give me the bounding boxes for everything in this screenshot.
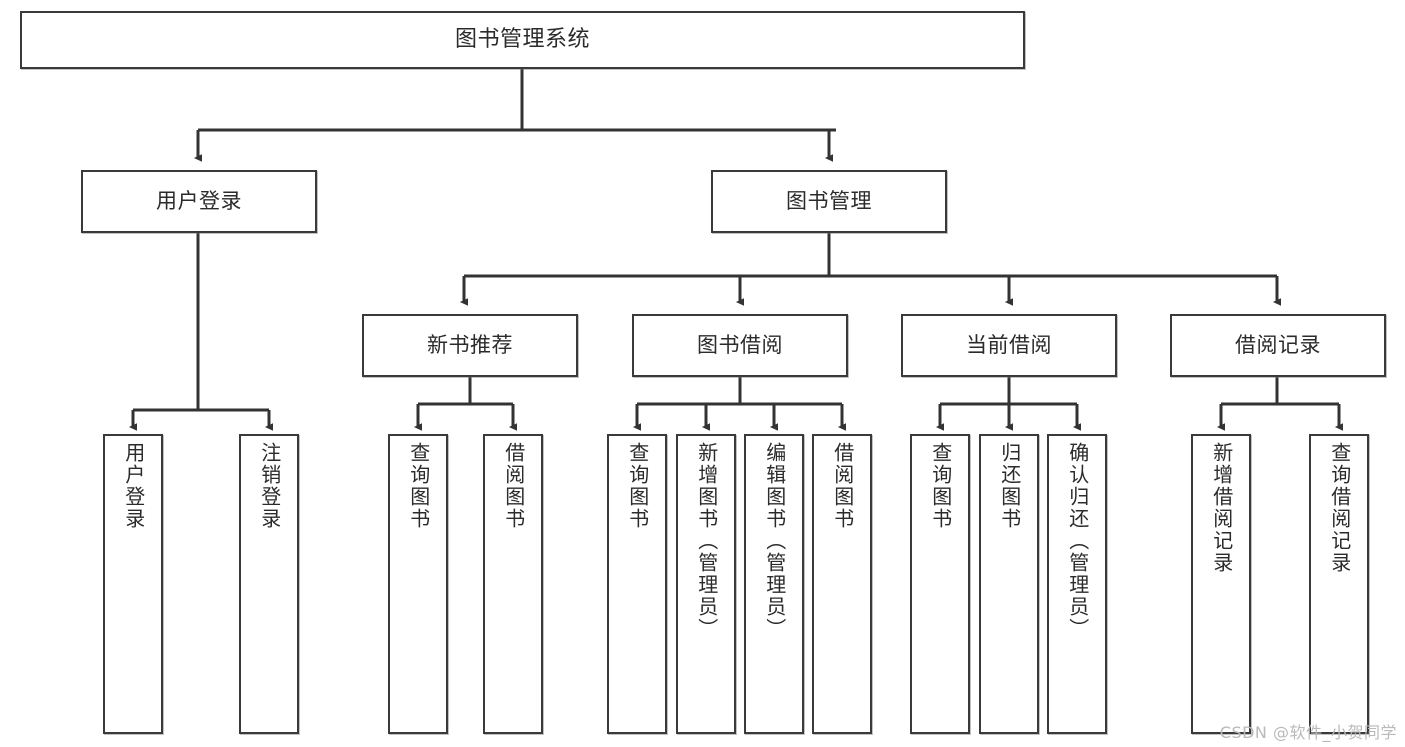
node-leaf-edit-book-admin[interactable]: 编辑图书（管理员） <box>744 434 804 734</box>
node-label: 新增借阅记录 <box>1209 442 1234 574</box>
node-label: 新书推荐 <box>427 333 513 358</box>
node-label: 归还图书 <box>997 442 1022 530</box>
node-label: 查询图书 <box>406 442 431 530</box>
node-label: 编辑图书（管理员） <box>762 442 787 640</box>
node-leaf-logout-login[interactable]: 注销登录 <box>239 434 299 734</box>
node-label: 当前借阅 <box>966 333 1052 358</box>
node-leaf-query-book-2[interactable]: 查询图书 <box>607 434 667 734</box>
node-user-login[interactable]: 用户登录 <box>81 170 317 233</box>
node-leaf-borrow-book-2[interactable]: 借阅图书 <box>812 434 872 734</box>
node-book-management[interactable]: 图书管理 <box>711 170 947 233</box>
node-label: 注销登录 <box>257 442 282 530</box>
node-label: 图书管理 <box>786 189 872 214</box>
node-label: 用户登录 <box>156 189 242 214</box>
node-label: 新增图书（管理员） <box>694 442 719 640</box>
node-label: 用户登录 <box>121 442 146 530</box>
node-label: 图书管理系统 <box>454 27 590 53</box>
node-label: 借阅图书 <box>501 442 526 530</box>
node-label: 查询图书 <box>625 442 650 530</box>
node-current-borrow[interactable]: 当前借阅 <box>901 314 1117 377</box>
node-leaf-borrow-book-1[interactable]: 借阅图书 <box>483 434 543 734</box>
node-leaf-query-book-3[interactable]: 查询图书 <box>910 434 970 734</box>
node-label: 借阅图书 <box>830 442 855 530</box>
node-leaf-add-book-admin[interactable]: 新增图书（管理员） <box>676 434 736 734</box>
node-leaf-add-borrow-record[interactable]: 新增借阅记录 <box>1191 434 1251 734</box>
node-leaf-query-book-1[interactable]: 查询图书 <box>388 434 448 734</box>
node-leaf-confirm-return-admin[interactable]: 确认归还（管理员） <box>1047 434 1107 734</box>
node-leaf-return-book[interactable]: 归还图书 <box>979 434 1039 734</box>
node-leaf-user-login[interactable]: 用户登录 <box>103 434 163 734</box>
node-book-borrow[interactable]: 图书借阅 <box>632 314 848 377</box>
node-label: 借阅记录 <box>1235 333 1321 358</box>
node-new-book-recommend[interactable]: 新书推荐 <box>362 314 578 377</box>
node-leaf-query-borrow-record[interactable]: 查询借阅记录 <box>1309 434 1369 734</box>
node-label: 查询借阅记录 <box>1327 442 1352 574</box>
node-label: 图书借阅 <box>697 333 783 358</box>
node-borrow-record[interactable]: 借阅记录 <box>1170 314 1386 377</box>
csdn-watermark: CSDN @软件_小贺同学 <box>1219 723 1397 742</box>
node-label: 确认归还（管理员） <box>1065 442 1090 640</box>
node-book-management-system[interactable]: 图书管理系统 <box>20 11 1025 69</box>
node-label: 查询图书 <box>928 442 953 530</box>
